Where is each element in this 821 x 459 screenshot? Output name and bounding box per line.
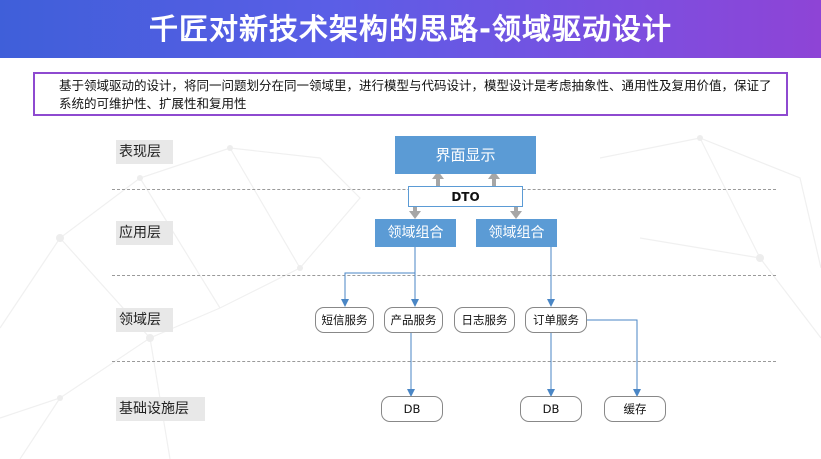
background-network-decoration <box>0 135 821 459</box>
product-service: 产品服务 <box>384 307 443 333</box>
title-bar <box>0 0 821 58</box>
domain-composite-left: 领域组合 <box>375 219 456 247</box>
layer-divider-3 <box>112 361 776 362</box>
domain-composite-right: 领域组合 <box>476 219 557 247</box>
layer-label-infrastructure: 基础设施层 <box>116 397 205 421</box>
display-box: 界面显示 <box>395 136 536 174</box>
layer-label-domain: 领域层 <box>116 308 173 332</box>
layer-label-presentation: 表现层 <box>116 140 173 164</box>
order-service: 订单服务 <box>525 307 587 333</box>
log-service: 日志服务 <box>454 307 515 333</box>
layer-label-application: 应用层 <box>116 221 173 245</box>
dto-box: DTO <box>408 186 523 207</box>
slide-title: 千匠对新技术架构的思路-领域驱动设计 <box>148 12 673 46</box>
sms-service: 短信服务 <box>315 307 374 333</box>
db-right: DB <box>520 396 582 422</box>
cache-box: 缓存 <box>604 396 666 422</box>
layer-divider-2 <box>112 275 776 276</box>
db-left: DB <box>381 396 443 422</box>
description-box: 基于领域驱动的设计，将同一问题划分在同一领域里，进行模型与代码设计，模型设计是考… <box>33 72 788 116</box>
